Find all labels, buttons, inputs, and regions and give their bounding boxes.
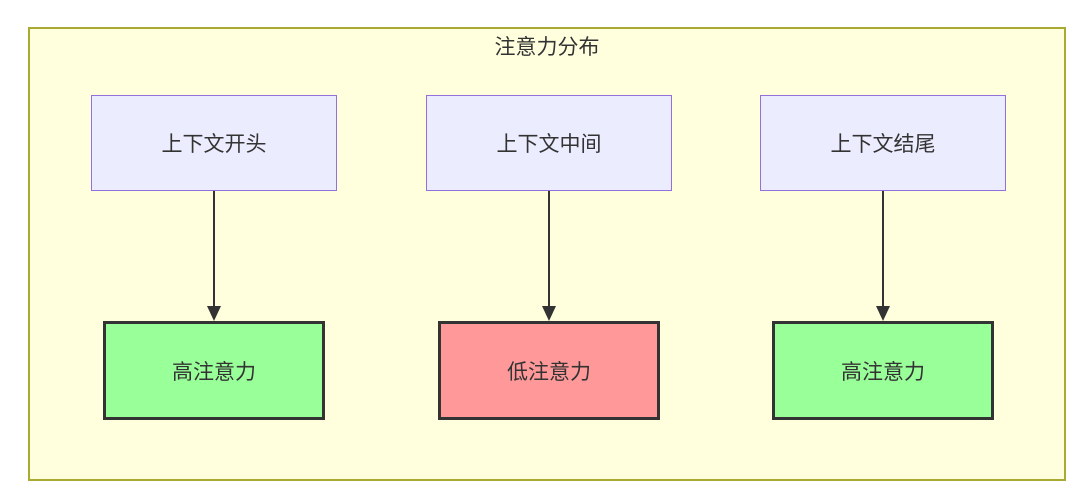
node-label: 上下文中间 [496,133,602,156]
node-context-middle: 上下文中间 [426,95,672,191]
node-high-attention-left: 高注意力 [103,321,325,420]
node-context-end: 上下文结尾 [760,95,1006,191]
arrow-down-icon [207,191,221,321]
node-high-attention-right: 高注意力 [772,321,994,420]
node-label: 上下文结尾 [830,133,936,156]
arrow-down-icon [542,191,556,321]
node-label: 高注意力 [172,360,256,384]
attention-distribution-cluster: 注意力分布 上下文开头 高注意力 上下文中间 低注意力 上下文结尾 [28,27,1066,481]
node-label: 低注意力 [507,360,591,384]
node-label: 上下文开头 [161,133,267,156]
node-context-beginning: 上下文开头 [91,95,337,191]
node-label: 高注意力 [841,360,925,384]
arrow-down-icon [876,191,890,321]
node-low-attention: 低注意力 [438,321,660,420]
cluster-title: 注意力分布 [494,36,600,59]
